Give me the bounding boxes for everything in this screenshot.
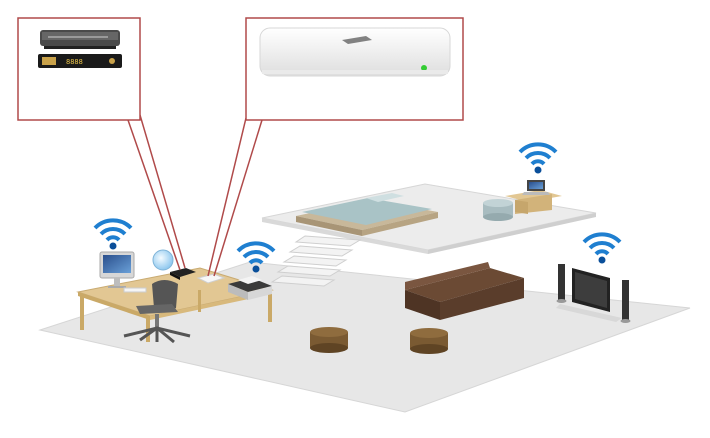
modem-icon: 8888 xyxy=(38,54,122,68)
office-chair xyxy=(123,280,191,344)
bed xyxy=(296,193,438,236)
router-icon xyxy=(40,30,120,49)
modem-callout: 8888 xyxy=(17,17,141,121)
base-station-callout xyxy=(245,17,464,121)
router-icon xyxy=(170,268,196,280)
laptop-icon xyxy=(522,180,550,195)
imac-icon xyxy=(99,251,147,293)
upstairs-stool xyxy=(483,199,513,221)
modem-display-text: 8888 xyxy=(66,58,83,66)
ottoman-right xyxy=(410,328,448,354)
wifi-icon xyxy=(93,218,133,250)
speaker-icon xyxy=(556,264,631,323)
globe-icon xyxy=(152,249,174,271)
printer-icon xyxy=(228,276,272,300)
wifi-icon xyxy=(236,241,276,273)
callout-leaders xyxy=(127,114,263,277)
staircase xyxy=(270,235,362,287)
sofa xyxy=(405,262,524,320)
wifi-icon xyxy=(582,232,622,264)
upper-floor-edge-right xyxy=(428,213,596,254)
tv-icon xyxy=(556,268,622,322)
status-led xyxy=(421,65,427,71)
upper-floor-edge xyxy=(262,218,428,254)
wifi-icon xyxy=(518,142,558,174)
base-station-icon xyxy=(259,27,451,77)
ottoman-left xyxy=(310,327,348,353)
